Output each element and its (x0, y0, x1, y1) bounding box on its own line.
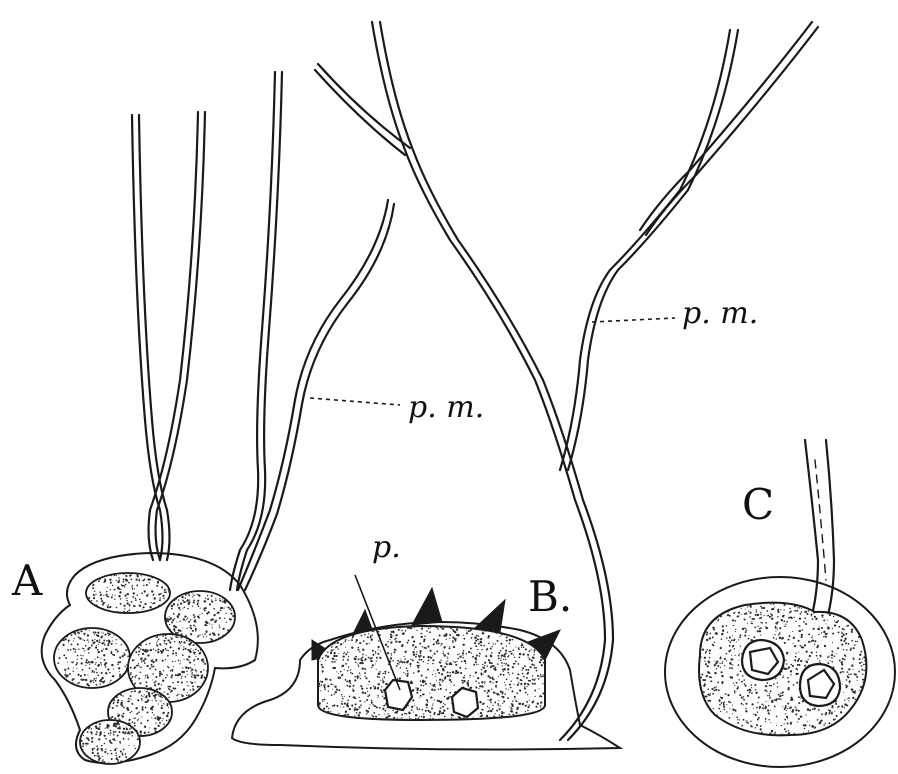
label-b: B. (528, 572, 572, 621)
label-p: p. (372, 530, 401, 565)
label-c: C (742, 480, 774, 529)
figure-a-flagella (132, 72, 394, 590)
label-pm-a: p. m. (408, 390, 484, 425)
figure-a-cells (54, 573, 235, 764)
label-a: A (12, 556, 42, 605)
figure-c-flagellum (805, 440, 834, 615)
label-pm-b: p. m. (682, 296, 758, 331)
